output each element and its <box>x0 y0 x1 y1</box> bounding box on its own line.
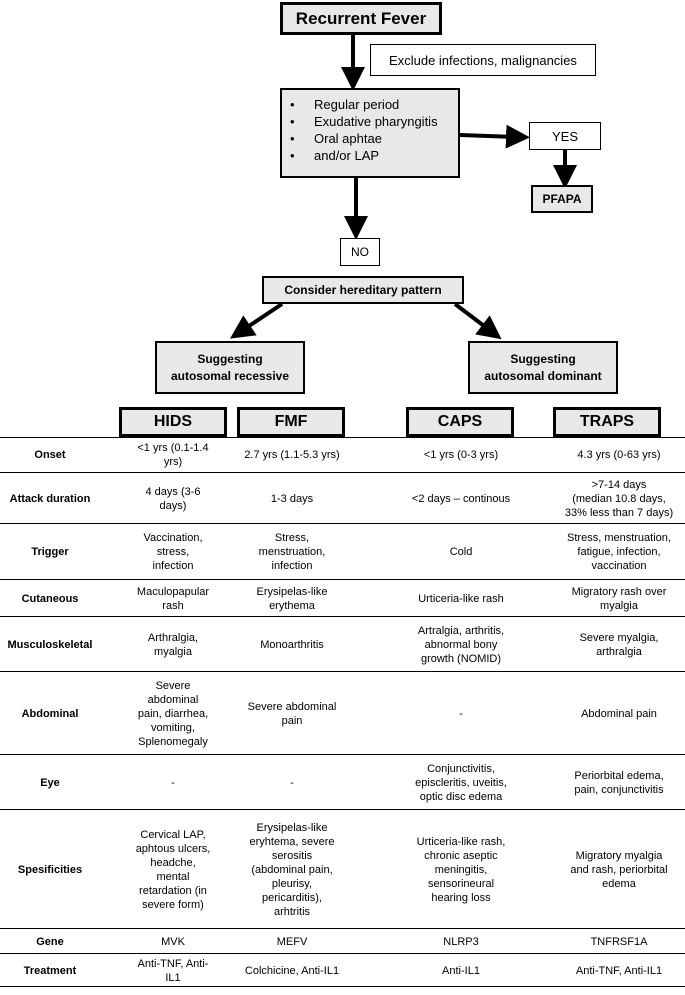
table-cell: Anti-IL1 <box>442 964 480 977</box>
yes-box: YES <box>529 122 601 150</box>
table-cell: MVK <box>161 935 185 948</box>
table-cell: 4.3 yrs (0-63 yrs) <box>577 449 661 461</box>
table-cell: MEFV <box>276 935 308 948</box>
table-cell: Anti-TNF, Anti-IL1 <box>575 964 663 977</box>
table-rule <box>0 616 685 617</box>
suggest-dominant-text: Suggesting autosomal dominant <box>484 351 602 383</box>
suggest-recessive-box: Suggesting autosomal recessive <box>155 341 305 394</box>
table-cell: Anti-TNF, Anti- IL1 <box>137 957 209 984</box>
row-label: Gene <box>36 935 64 948</box>
row-label: Spesificities <box>17 863 83 876</box>
table-rule <box>0 523 685 524</box>
table-rule <box>0 754 685 755</box>
row-label: Treatment <box>23 964 77 977</box>
table-cell: Colchicine, Anti-IL1 <box>244 964 340 977</box>
no-text: NO <box>351 245 369 259</box>
table-rule <box>0 986 685 987</box>
table-cell: 1-3 days <box>270 492 314 505</box>
exclude-text: Exclude infections, malignancies <box>389 52 577 68</box>
table-cell: Monoarthritis <box>260 638 324 651</box>
table-cell: TNFRSF1A <box>590 935 648 948</box>
disease-header-hids: HIDS <box>119 407 227 437</box>
suggest-dominant-box: Suggesting autosomal dominant <box>468 341 618 394</box>
consider-box: Consider hereditary pattern <box>262 276 464 304</box>
table-cell: Artralgia, arthritis, abnormal bony grow… <box>417 624 505 665</box>
table-cell: NLRP3 <box>443 935 479 948</box>
row-label: Onset <box>34 449 66 461</box>
table-cell: Urticeria-like rash, chronic aseptic men… <box>416 835 506 904</box>
table-cell: <1 yrs (0.1-1.4 yrs) <box>137 442 209 468</box>
table-cell: - <box>459 707 463 720</box>
criteria-item: and/or LAP <box>290 147 458 164</box>
table-cell: Cold <box>449 546 473 558</box>
arrow-criteria-to-yes <box>459 124 530 149</box>
title-box: Recurrent Fever <box>280 2 442 35</box>
table-cell: - <box>171 776 175 789</box>
table-rule <box>0 437 685 438</box>
table-cell: Erysipelas-like eryhtema, severe serosit… <box>249 821 335 918</box>
table-cell: >7-14 days (median 10.8 days, 33% less t… <box>564 478 674 519</box>
table-cell: Erysipelas-like erythema <box>256 585 328 612</box>
consider-text: Consider hereditary pattern <box>284 283 442 297</box>
row-label: Abdominal <box>21 707 79 720</box>
disease-header-fmf: FMF <box>237 407 345 437</box>
table-cell: Migratory rash over myalgia <box>571 585 667 612</box>
flow-arrows <box>230 35 577 340</box>
table-cell: Abdominal pain <box>581 707 657 720</box>
arrow-consider-to-recessive <box>230 302 284 339</box>
pfapa-text: PFAPA <box>542 192 582 206</box>
table-cell: <1 yrs (0-3 yrs) <box>423 449 499 461</box>
table-cell: Severe myalgia, arthralgia <box>579 631 659 658</box>
table-cell: Arthralgia, myalgia <box>147 631 199 658</box>
table-cell: Vaccination, stress, infection <box>143 532 203 572</box>
no-box: NO <box>340 238 380 266</box>
table-cell: <2 days – continous <box>411 492 511 505</box>
table-cell: Stress, menstruation, fatigue, infection… <box>567 532 671 572</box>
title-text: Recurrent Fever <box>295 8 427 28</box>
disease-header-caps: CAPS <box>406 407 514 437</box>
disease-header-traps: TRAPS <box>553 407 661 437</box>
table-cell: - <box>290 776 294 789</box>
table-cell: Severe abdominal pain <box>247 700 337 727</box>
arrow-consider-to-dominant <box>453 302 502 340</box>
table-cell: Stress, menstruation, infection <box>258 532 326 572</box>
row-label: Cutaneous <box>21 592 79 605</box>
criteria-list: Regular period Exudative pharyngitis Ora… <box>282 96 458 164</box>
table-cell: 2.7 yrs (1.1-5.3 yrs) <box>244 449 340 461</box>
table-cell: Urticeria-like rash <box>418 592 504 605</box>
table-cell: Migratory myalgia and rash, periorbital … <box>570 849 668 890</box>
table-rule <box>0 579 685 580</box>
criteria-item: Exudative pharyngitis <box>290 113 458 130</box>
criteria-box: Regular period Exudative pharyngitis Ora… <box>280 88 460 178</box>
criteria-item: Regular period <box>290 96 458 113</box>
table-cell: Conjunctivitis, episcleritis, uveitis, o… <box>415 762 507 803</box>
row-label: Attack duration <box>9 492 91 505</box>
table-rule <box>0 809 685 810</box>
suggest-recessive-text: Suggesting autosomal recessive <box>170 351 290 383</box>
yes-text: YES <box>551 128 578 144</box>
criteria-item: Oral aphtae <box>290 130 458 147</box>
table-cell: Periorbital edema, pain, conjunctivitis <box>574 769 664 796</box>
row-label: Musculoskeletal <box>7 638 93 651</box>
row-label: Trigger <box>31 546 69 558</box>
exclude-box: Exclude infections, malignancies <box>370 44 596 76</box>
table-rule <box>0 953 685 954</box>
table-cell: Maculopapular rash <box>136 585 210 612</box>
table-rule <box>0 472 685 473</box>
table-cell: Cervical LAP, aphtous ulcers, headche, m… <box>135 828 211 911</box>
table-rule <box>0 671 685 672</box>
pfapa-box: PFAPA <box>531 185 593 213</box>
table-cell: 4 days (3-6 days) <box>145 485 201 512</box>
table-rule <box>0 928 685 929</box>
row-label: Eye <box>40 776 60 789</box>
table-cell: Severe abdominal pain, diarrhea, vomitin… <box>137 679 209 748</box>
